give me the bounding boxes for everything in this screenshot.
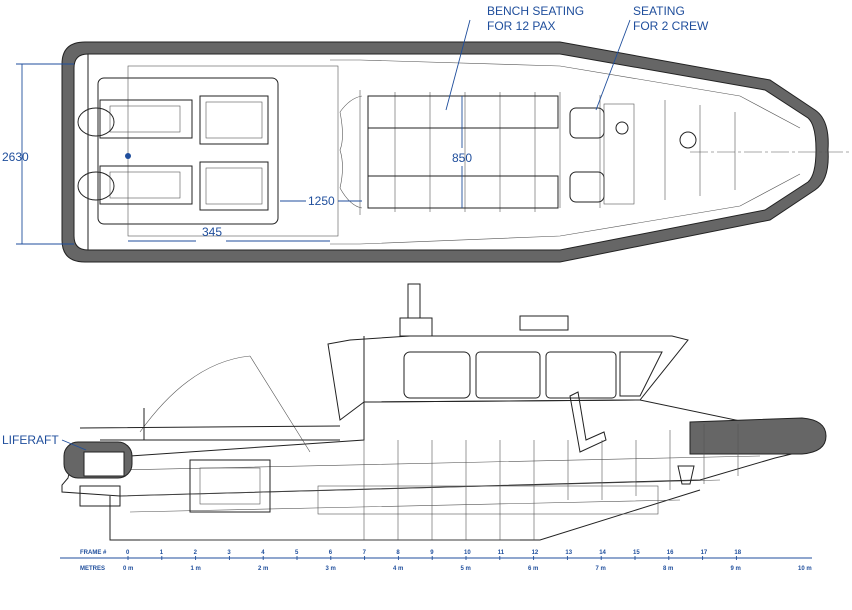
label-crew-2: FOR 2 CREW bbox=[633, 19, 709, 33]
metre-tick-label: 3 m bbox=[326, 566, 336, 572]
frame-tick-label: 16 bbox=[667, 550, 674, 556]
frame-tick-label: 11 bbox=[498, 550, 505, 556]
metre-tick-label: 2 m bbox=[258, 566, 268, 572]
frame-tick-label: 10 bbox=[464, 550, 471, 556]
frame-tick-label: 15 bbox=[633, 550, 640, 556]
frame-tick-label: 17 bbox=[701, 550, 708, 556]
frame-tick-label: 8 bbox=[396, 550, 400, 556]
frame-tick-label: 4 bbox=[261, 550, 265, 556]
frame-tick-label: 7 bbox=[363, 550, 367, 556]
metre-tick-label: 7 m bbox=[596, 566, 606, 572]
label-bench-2: FOR 12 PAX bbox=[487, 19, 555, 33]
frame-tick-label: 6 bbox=[329, 550, 333, 556]
metre-tick-label: 4 m bbox=[393, 566, 403, 572]
dim-beam: 2630 bbox=[2, 150, 29, 164]
frame-tick-label: 12 bbox=[532, 550, 539, 556]
engine-port bbox=[77, 95, 269, 145]
frame-tick-label: 5 bbox=[295, 550, 299, 556]
crew-seats bbox=[569, 103, 635, 205]
frame-tick-label: 9 bbox=[430, 550, 434, 556]
dim-transom: 345 bbox=[202, 225, 222, 239]
frame-tick-label: 3 bbox=[227, 550, 231, 556]
frame-tick-label: 0 bbox=[126, 550, 130, 556]
frame-tick-label: 1 bbox=[160, 550, 164, 556]
label-bench-1: BENCH SEATING bbox=[487, 4, 584, 18]
metre-tick-label: 5 m bbox=[461, 566, 471, 572]
frame-tick-label: 14 bbox=[599, 550, 606, 556]
metres-label: METRES bbox=[80, 566, 105, 572]
dim-engine-bay: 1250 bbox=[308, 194, 335, 208]
plan-view: 2630 850 1250 345 BENCH SEATING FOR 12 P… bbox=[2, 4, 852, 263]
metre-tick-label: 8 m bbox=[663, 566, 673, 572]
metre-tick-label: 9 m bbox=[731, 566, 741, 572]
frame-label: FRAME # bbox=[80, 550, 107, 556]
dim-length-mid: 850 bbox=[452, 151, 472, 165]
frame-tick-label: 18 bbox=[734, 550, 741, 556]
label-liferaft: LIFERAFT bbox=[2, 433, 59, 447]
profile-view: LIFERAFT bbox=[2, 283, 827, 541]
metre-tick-label: 6 m bbox=[528, 566, 538, 572]
plan-fender bbox=[61, 41, 829, 263]
engine-stbd bbox=[77, 161, 269, 211]
frame-tick-label: 2 bbox=[194, 550, 198, 556]
metre-tick-label: 1 m bbox=[191, 566, 201, 572]
metre-tick-label: 10 m bbox=[798, 566, 812, 572]
label-crew-1: SEATING bbox=[633, 4, 685, 18]
frame-tick-label: 13 bbox=[565, 550, 572, 556]
metre-tick-label: 0 m bbox=[123, 566, 133, 572]
